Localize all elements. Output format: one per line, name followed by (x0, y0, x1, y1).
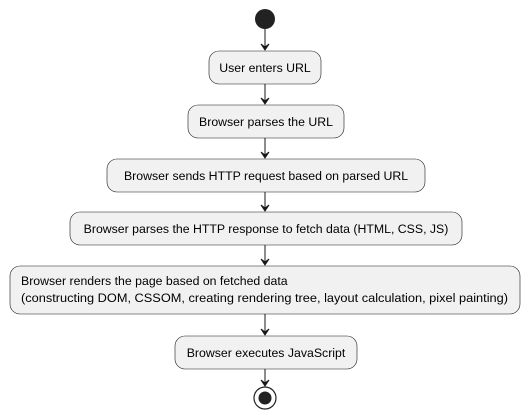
arrowhead-4 (260, 204, 270, 212)
step-1: User enters URL (208, 50, 322, 85)
step-2: Browser parses the URL (187, 104, 345, 139)
step-5: Browser renders the page based on fetche… (9, 265, 521, 315)
step-5-label-line-2: (constructing DOM, CSSOM, creating rende… (21, 291, 508, 305)
step-1-label: User enters URL (219, 61, 311, 75)
step-6-label: Browser executes JavaScript (187, 346, 346, 360)
arrowhead-7 (260, 379, 270, 387)
arrowhead-5 (260, 258, 270, 266)
step-4: Browser parses the HTTP response to fetc… (69, 211, 463, 246)
step-4-label: Browser parses the HTTP response to fetc… (84, 222, 449, 236)
arrowhead-1 (260, 43, 270, 51)
arrowhead-3 (260, 151, 270, 159)
start-node (255, 9, 275, 29)
step-2-label: Browser parses the URL (199, 115, 333, 129)
step-6: Browser executes JavaScript (174, 335, 358, 370)
step-3-label: Browser sends HTTP request based on pars… (124, 169, 408, 183)
arrowhead-6 (260, 328, 270, 336)
step-3: Browser sends HTTP request based on pars… (106, 158, 426, 193)
step-5-label-line-1: Browser renders the page based on fetche… (21, 274, 288, 288)
arrowhead-2 (260, 97, 270, 105)
end-node (253, 386, 277, 410)
edges (260, 29, 270, 387)
